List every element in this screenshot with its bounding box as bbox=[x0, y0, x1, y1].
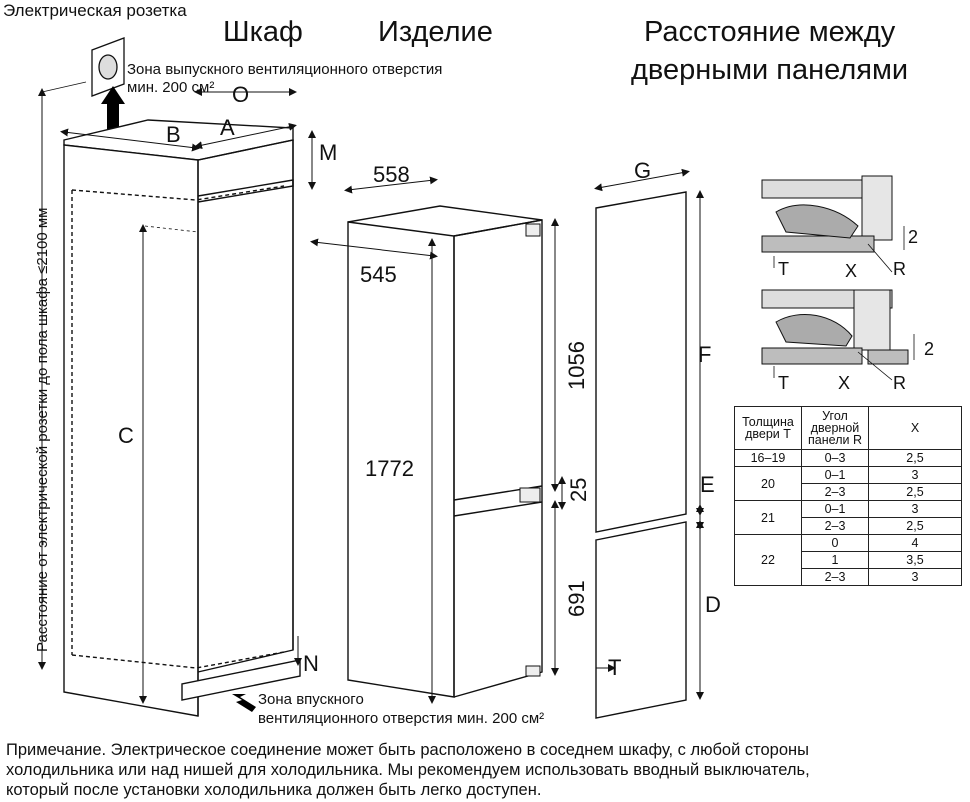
table-header-x: X bbox=[868, 406, 962, 450]
detail2-T: T bbox=[778, 373, 789, 393]
table-row: 2–3 2,5 bbox=[735, 517, 962, 535]
dim-1772: 1772 bbox=[365, 456, 414, 481]
dim-B: B bbox=[166, 122, 181, 147]
table-cell: 2–3 bbox=[801, 517, 869, 535]
table-header-thickness: Толщина двери T bbox=[734, 406, 802, 450]
table-row: 20 0–1 3 bbox=[734, 466, 962, 501]
dim-F: F bbox=[698, 342, 712, 367]
table-cell: 16–19 bbox=[734, 449, 802, 467]
note-line-1: Примечание. Электрическое соединение мож… bbox=[6, 741, 809, 759]
table-cell: 3 bbox=[868, 466, 962, 484]
door-distance-title-2: дверными панелями bbox=[631, 54, 909, 86]
detail2-2: 2 bbox=[924, 339, 935, 359]
hinge-detail-2 bbox=[761, 289, 915, 381]
table-cell: 2–3 bbox=[801, 568, 869, 586]
product-title: Изделие bbox=[378, 16, 493, 48]
detail1-R: R bbox=[893, 259, 906, 279]
table-row: 21 0–1 3 bbox=[734, 500, 962, 535]
table-cell: 3,5 bbox=[868, 551, 962, 569]
hinge-detail-1 bbox=[761, 175, 905, 273]
exhaust-arrow-icon bbox=[101, 86, 125, 130]
dim-N: N bbox=[303, 651, 319, 676]
table-cell: 4 bbox=[868, 534, 962, 552]
outlet-distance-label: Расстояние от электрической розетки до п… bbox=[34, 207, 51, 652]
table-cell: 2–3 bbox=[801, 483, 869, 501]
dim-558: 558 bbox=[373, 162, 410, 187]
dim-C: C bbox=[118, 423, 134, 448]
table-cell: 20 bbox=[734, 466, 802, 501]
table-cell: 21 bbox=[734, 500, 802, 535]
dim-D: D bbox=[705, 592, 721, 617]
table-row: 16–19 0–3 2,5 bbox=[734, 449, 962, 467]
detail1-T: T bbox=[778, 259, 789, 279]
door-distance-title-1: Расстояние между bbox=[644, 16, 896, 48]
detail1-X: X bbox=[845, 261, 858, 281]
table-cell: 0–1 bbox=[801, 500, 869, 518]
dim-1056: 1056 bbox=[564, 341, 589, 390]
table-row: 2–3 3 bbox=[735, 568, 962, 586]
dim-A: A bbox=[220, 115, 235, 140]
detail2-X: X bbox=[838, 373, 851, 393]
table-cell: 22 bbox=[734, 534, 802, 586]
dim-M: M bbox=[319, 140, 338, 165]
table-cell: 2,5 bbox=[868, 449, 962, 467]
gap-table: Толщина двери T Угол дверной панели R X … bbox=[734, 406, 962, 586]
detail2-R: R bbox=[893, 373, 906, 393]
intake-arrow-icon bbox=[232, 694, 256, 712]
note-line-2: холодильника или над нишей для холодильн… bbox=[6, 761, 810, 779]
table-cell: 1 bbox=[801, 551, 869, 569]
cabinet-drawing bbox=[38, 81, 316, 717]
exhaust-vent-label-1: Зона выпускного вентиляционного отверсти… bbox=[127, 61, 443, 78]
detail1-2: 2 bbox=[908, 227, 919, 247]
dim-25: 25 bbox=[566, 477, 591, 502]
electrical-outlet-icon bbox=[91, 37, 125, 97]
table-cell: 0–3 bbox=[801, 449, 869, 467]
intake-vent-label-2: вентиляционного отверстия мин. 200 см² bbox=[258, 710, 545, 727]
door-panels-drawing bbox=[594, 168, 704, 719]
table-cell: 3 bbox=[868, 568, 962, 586]
cabinet-title: Шкаф bbox=[223, 16, 303, 48]
intake-vent-label-1: Зона впускного bbox=[258, 691, 364, 708]
dim-E: E bbox=[700, 472, 715, 497]
dim-T: T bbox=[608, 655, 622, 680]
outlet-title: Электрическая розетка bbox=[3, 1, 187, 20]
dim-545: 545 bbox=[360, 262, 397, 287]
table-header-angle: Угол дверной панели R bbox=[801, 406, 869, 450]
table-cell: 0–1 bbox=[801, 466, 869, 484]
dim-O: O bbox=[232, 82, 250, 107]
dim-G: G bbox=[634, 158, 652, 183]
table-row: 22 0 4 bbox=[734, 534, 962, 586]
note-line-3: который после установки холодильника дол… bbox=[6, 781, 542, 799]
product-drawing bbox=[310, 176, 566, 704]
table-cell: 3 bbox=[868, 500, 962, 518]
table-cell: 2,5 bbox=[868, 483, 962, 501]
table-row: 1 3,5 bbox=[735, 551, 962, 569]
table-cell: 2,5 bbox=[868, 517, 962, 535]
dim-691: 691 bbox=[564, 580, 589, 617]
table-cell: 0 bbox=[801, 534, 869, 552]
exhaust-vent-label-2: мин. 200 см² bbox=[127, 79, 215, 96]
